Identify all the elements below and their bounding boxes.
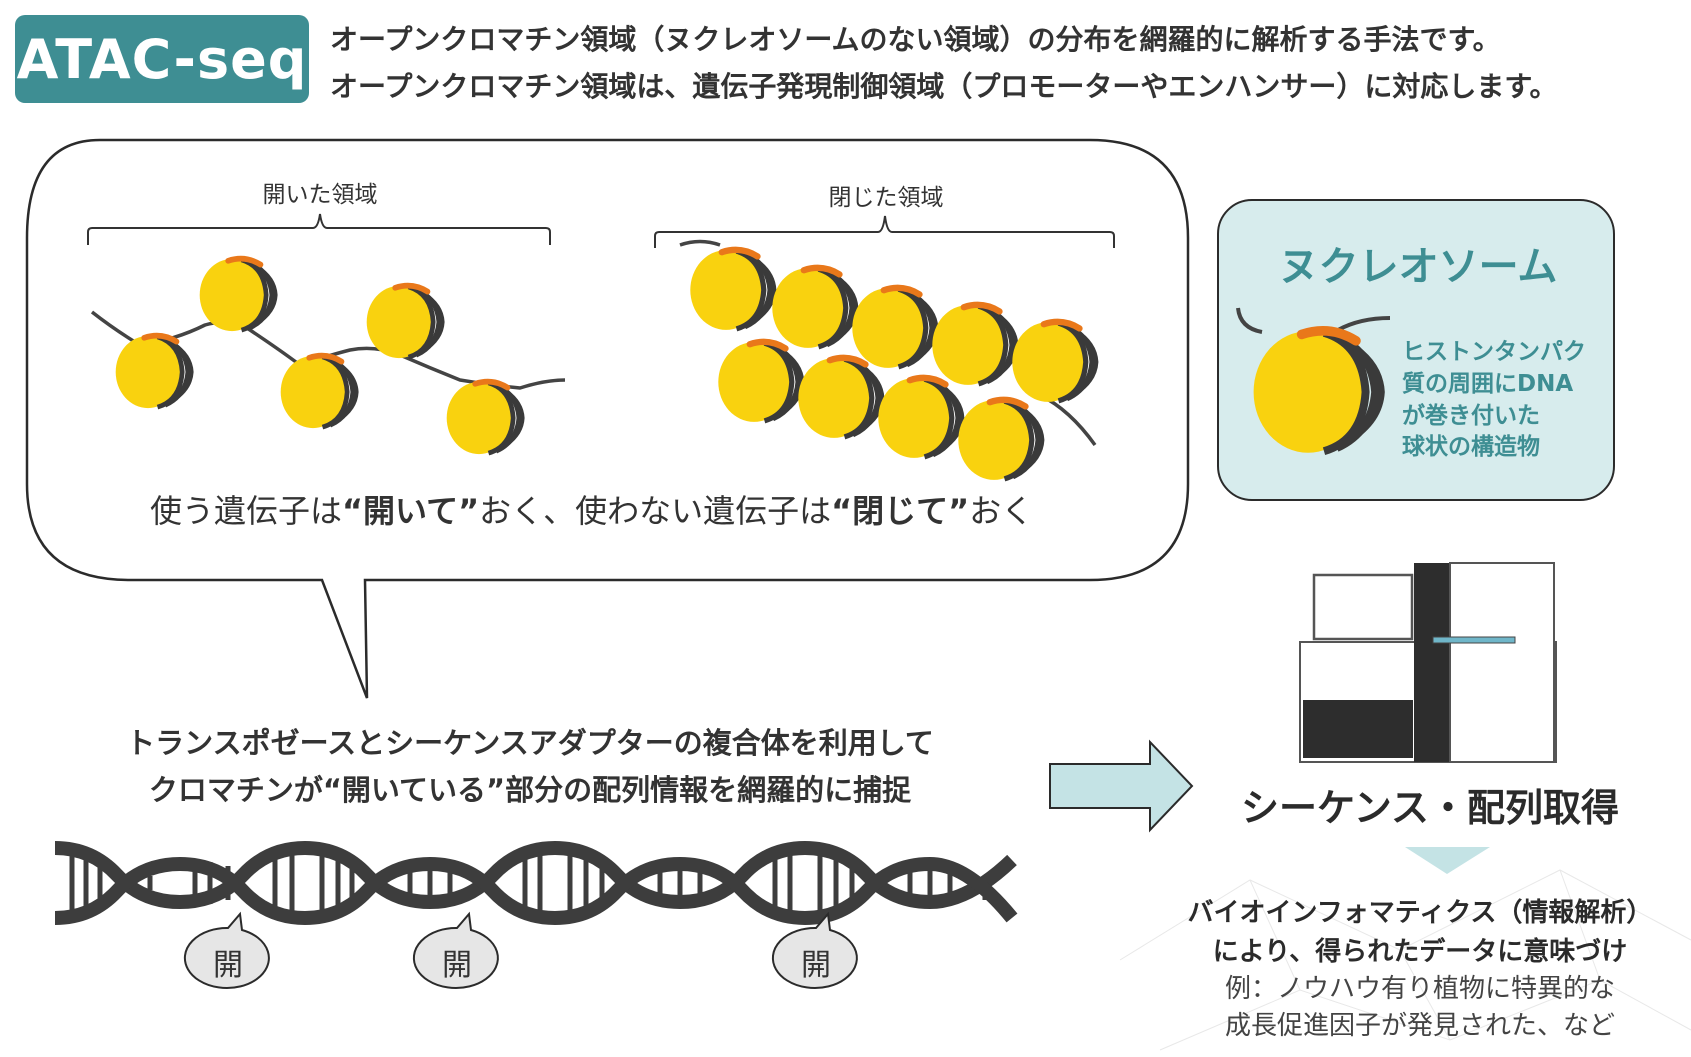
nucleosome-panel-dna: [1236, 307, 1391, 334]
bioinformatics-example-line-2: 成長促進因子が発見された、など: [1224, 1011, 1615, 1041]
atac-seq-badge: ATAC-seq: [15, 15, 309, 103]
nucleosome-title: ヌクレオソーム: [1278, 244, 1558, 290]
caption-part-2: おく、使わない遺伝子は: [479, 492, 832, 530]
open-region-label: 開いた領域: [262, 182, 378, 208]
nucleosome-desc-line-4: 球状の構造物: [1402, 434, 1540, 460]
caption-open-emphasis: “開いて”: [342, 492, 480, 530]
caption-closed-emphasis: “閉じて”: [831, 492, 970, 530]
closed-region-label: 閉じた領域: [828, 185, 944, 211]
dna-double-helix: [54, 840, 1018, 926]
caption-part-1: 使う遺伝子は: [150, 492, 343, 530]
method-description-line-1: トランスポゼースとシーケンスアダプターの複合体を利用して: [126, 726, 934, 760]
caption-part-3: おく: [969, 492, 1034, 530]
nucleosome-desc-line-2: 質の周囲にDNA: [1402, 371, 1574, 397]
down-arrow-triangle: [1405, 847, 1490, 874]
open-marker-3: 開: [801, 948, 831, 983]
chromatin-caption: 使う遺伝子は“開いて”おく、使わない遺伝子は“閉じて”おく: [150, 486, 1110, 532]
open-marker-2: 開: [442, 948, 472, 983]
sequencer-machine: [1299, 562, 1557, 763]
header-description-line-2: オープンクロマチン領域は、遺伝子発現制御領域（プロモーターやエンハンサー）に対応…: [330, 70, 1558, 103]
bioinformatics-line-1: バイオインフォマティクス（情報解析）: [1187, 898, 1653, 928]
speech-bubble-outline: [25, 138, 1190, 699]
open-marker-1: 開: [213, 948, 243, 983]
closed-region-bracket: [654, 215, 1115, 248]
bioinformatics-line-2: により、得られたデータに意味づけ: [1212, 937, 1628, 967]
method-description-line-2: クロマチンが“開いている”部分の配列情報を網羅的に捕捉: [148, 773, 912, 807]
dna-base-pairs: [69, 852, 988, 914]
open-marker-bubbles: [183, 911, 858, 989]
open-region-bracket: [87, 213, 551, 245]
header-description-line-1: オープンクロマチン領域（ヌクレオソームのない領域）の分布を網羅的に解析する手法で…: [330, 23, 1501, 56]
arrow-to-sequencer: [1049, 739, 1194, 833]
sequencing-title: シーケンス・配列取得: [1240, 786, 1620, 830]
bioinformatics-example-line-1: 例：ノウハウ有り植物に特異的な: [1224, 974, 1615, 1004]
nucleosome-desc-line-3: が巻き付いた: [1402, 403, 1540, 429]
nucleosome-desc-line-1: ヒストンタンパク: [1402, 339, 1586, 365]
background-network-decoration: [1119, 869, 1691, 1051]
